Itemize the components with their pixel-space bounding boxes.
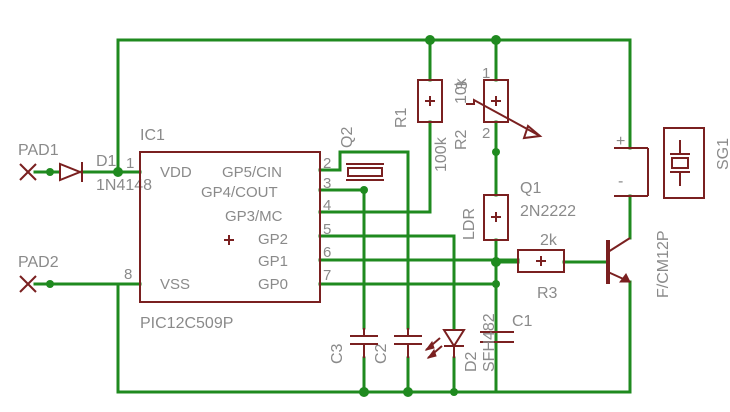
- sg1-minus: -: [618, 173, 623, 190]
- trimmer-r2: R2 10k 1 2 3: [453, 65, 543, 150]
- ic1-symbol: IC1 PIC12C509P 1 VDD 2 GP5/CIN 3 GP4/COU…: [124, 127, 331, 332]
- r2-value: 10k: [453, 77, 470, 104]
- ic1-pin7-label: GP0: [258, 276, 288, 293]
- ic1-pin1-label: VDD: [160, 164, 192, 181]
- ic1-pin3-label: GP4/COUT: [201, 184, 278, 201]
- capacitor-c1: C1: [480, 313, 533, 343]
- c3-name: C3: [329, 343, 346, 364]
- crystal-q2: Q2: [339, 127, 384, 181]
- r2-pin2: 2: [482, 125, 490, 142]
- ic1-pin2-label: GP5/CIN: [222, 164, 282, 181]
- buzzer-sg1: + - SG1 F/CM12P: [614, 127, 730, 298]
- ic1-pin8-number: 8: [124, 266, 132, 283]
- sg1-name: SG1: [715, 138, 730, 170]
- c2-name: C2: [373, 343, 390, 364]
- ic1-pin8-label: VSS: [160, 276, 190, 293]
- sg1-plus: +: [616, 133, 625, 150]
- r2-name: R2: [453, 129, 470, 150]
- ldr-name: LDR: [461, 208, 478, 240]
- pad2-symbol: PAD2: [18, 254, 59, 293]
- q1-value: 2N2222: [520, 203, 576, 220]
- ldr-sensor: LDR: [461, 194, 509, 241]
- resistor-r3: 2k R3: [517, 232, 565, 302]
- ic1-pin1-number: 1: [126, 155, 134, 172]
- capacitor-c2: C2: [373, 328, 422, 364]
- ic1-pin6-number: 6: [323, 244, 331, 261]
- ic1-value: PIC12C509P: [140, 315, 233, 332]
- ic1-pin4-number: 4: [323, 197, 331, 214]
- pad2-label: PAD2: [18, 254, 59, 271]
- ic1-pin3-number: 3: [323, 175, 331, 192]
- r1-value: 100k: [433, 136, 450, 172]
- c1-name: C1: [512, 313, 533, 330]
- sg1-value: F/CM12P: [655, 230, 672, 298]
- pad1-label: PAD1: [18, 142, 59, 159]
- r2-pin3: 3: [454, 81, 471, 90]
- q1-name: Q1: [520, 180, 541, 197]
- led-d2: D2 SFH482: [424, 313, 498, 372]
- resistor-r1: R1 100k: [393, 79, 450, 172]
- d1-name: D1: [96, 153, 117, 170]
- r2-pin1: 1: [482, 65, 490, 82]
- ic1-pin4-label: GP3/MC: [225, 208, 283, 225]
- r1-name: R1: [393, 107, 410, 128]
- ic1-pin6-label: GP1: [258, 253, 288, 270]
- junctions: [46, 35, 501, 397]
- r3-value: 2k: [540, 232, 558, 249]
- ic1-pin5-label: GP2: [258, 231, 288, 248]
- diode-d1: D1 1N4148: [59, 153, 152, 194]
- transistor-q1: Q1 2N2222: [520, 180, 631, 284]
- ic1-pin7-number: 7: [323, 267, 331, 284]
- d2-name: D2: [463, 351, 480, 372]
- capacitor-c3: C3: [329, 328, 378, 364]
- ic1-pin2-number: 2: [323, 155, 331, 172]
- ic1-pin5-number: 5: [323, 221, 331, 238]
- pad1-symbol: PAD1: [18, 142, 59, 181]
- d2-value: SFH482: [481, 313, 498, 372]
- r3-name: R3: [537, 285, 558, 302]
- ic1-name: IC1: [140, 127, 165, 144]
- d1-value: 1N4148: [96, 177, 152, 194]
- q2-name: Q2: [339, 127, 356, 148]
